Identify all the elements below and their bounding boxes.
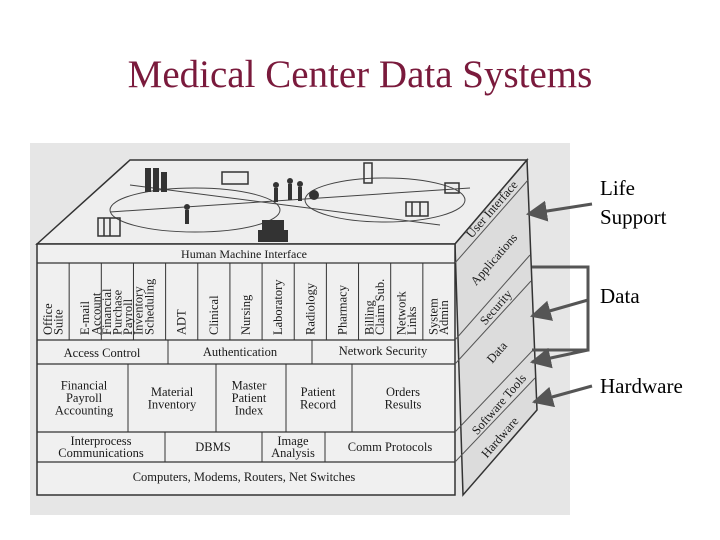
data-row-label: Master [232, 379, 268, 393]
hardware-row-label: Computers, Modems, Routers, Net Switches [133, 470, 356, 484]
box-right-face [454, 158, 538, 497]
data-bracket [532, 265, 590, 352]
data-row-label: Accounting [55, 404, 114, 418]
callout-life-support: Life Support [600, 174, 667, 232]
human-machine-interface-label: Human Machine Interface [181, 247, 307, 261]
data-arrow-low [529, 347, 589, 369]
app-label: Clinical [207, 295, 221, 335]
callout-life-support-line-2: Support [600, 205, 667, 229]
tools-row-label: DBMS [195, 440, 230, 454]
life-support-arrow [525, 200, 593, 222]
data-row-label: Financial [61, 379, 108, 393]
tools-row-label: Communications [58, 446, 144, 460]
data-row-label: Patient [232, 391, 267, 405]
app-label: Payroll [121, 298, 135, 335]
network-illustration [109, 177, 471, 233]
app-label: Billing [362, 300, 376, 335]
data-row-label: Record [300, 397, 337, 411]
app-label: Purchase [110, 289, 124, 335]
data-row-label: Patient [301, 385, 336, 399]
app-label: Pharmacy [335, 284, 349, 335]
page-title: Medical Center Data Systems [127, 53, 593, 96]
equipment-icon [405, 182, 460, 217]
truck-icon [221, 171, 249, 185]
server-icon [97, 217, 121, 237]
app-label: Radiology [303, 282, 317, 335]
building-icon [145, 168, 167, 192]
app-label: Account [89, 292, 103, 335]
callout-hardware: Hardware [600, 374, 683, 398]
network-security-label: Network Security [339, 344, 428, 358]
app-label: Links [405, 306, 419, 335]
app-label: Claim Sub. [373, 279, 387, 335]
hospital-icon [258, 220, 288, 242]
app-label: Financial [100, 288, 114, 335]
app-label: E-mail [78, 300, 92, 335]
box-front-face [36, 243, 456, 496]
app-label: Office [41, 303, 55, 335]
data-row-label: Payroll [66, 391, 103, 405]
app-label: Suite [51, 309, 65, 335]
people-icon [184, 178, 319, 224]
app-label: Nursing [239, 294, 253, 335]
hardware-arrow [531, 384, 593, 408]
access-control-label: Access Control [64, 346, 141, 360]
tools-row-label: Analysis [271, 446, 315, 460]
app-label: Laboratory [271, 279, 285, 335]
app-label: Network [395, 291, 409, 335]
bottle-icon [363, 162, 373, 184]
data-row-label: Index [235, 404, 264, 418]
data-row-label: Material [151, 385, 194, 399]
callout-data: Data [600, 284, 640, 308]
app-label: System [427, 298, 441, 335]
data-row-label: Orders [386, 385, 420, 399]
app-label: Inventory [131, 286, 145, 335]
callout-life-support-line-1: Life [600, 176, 635, 200]
tools-row-label: Comm Protocols [348, 440, 433, 454]
data-arrow-mid [529, 298, 589, 321]
app-label: Scheduling [143, 278, 157, 335]
tools-row-label: Image [277, 434, 309, 448]
data-row-label: Results [385, 397, 422, 411]
data-row-label: Inventory [148, 397, 197, 411]
tools-row-label: Interprocess [70, 434, 131, 448]
app-label: Admin [437, 300, 451, 335]
app-label: ADT [175, 309, 189, 335]
authentication-label: Authentication [203, 345, 278, 359]
